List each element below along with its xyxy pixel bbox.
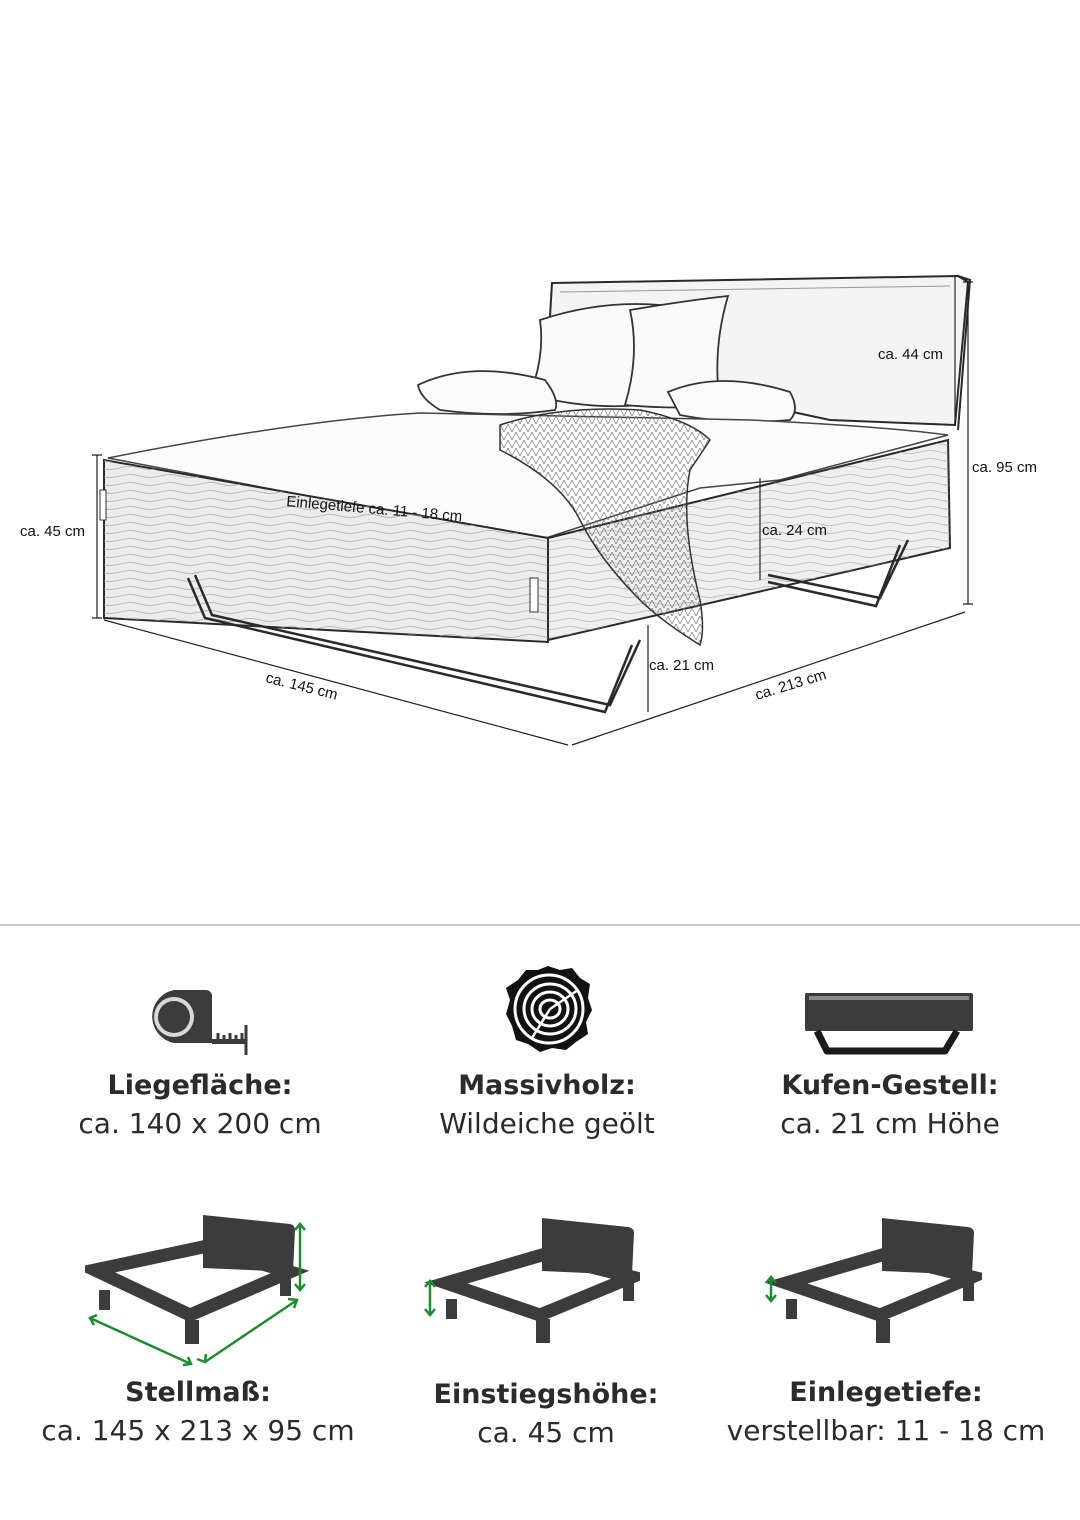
bed-height-label: ca. 45 cm (20, 523, 85, 540)
total-height-label: ca. 95 cm (972, 459, 1037, 476)
throw-blanket (499, 408, 711, 647)
bed-sketch: ca. 44 cm ca. 95 cm ca. 45 cm Einlegetie… (20, 274, 1037, 746)
runner-frame-icon (805, 993, 973, 1055)
dimension-lines (92, 276, 973, 746)
bed-mattress-depth-icon (764, 1218, 982, 1343)
feature-title: Einlegetiefe: (789, 1377, 983, 1408)
feature-title: Liegefläche: (107, 1070, 293, 1101)
feature-value: ca. 145 x 213 x 95 cm (41, 1414, 355, 1447)
feature-mattress-depth: Einlegetiefe: verstellbar: 11 - 18 cm (706, 1374, 1066, 1450)
feature-value: ca. 45 cm (477, 1416, 615, 1449)
wood-log-icon (506, 966, 592, 1052)
feature-runner-frame: Kufen-Gestell: ca. 21 cm Höhe (710, 1067, 1070, 1143)
feature-sleeping-area: Liegefläche: ca. 140 x 200 cm (20, 1067, 380, 1143)
feature-title: Stellmaß: (125, 1377, 271, 1408)
feature-value: ca. 140 x 200 cm (78, 1107, 322, 1140)
runner-height-label: ca. 21 cm (649, 657, 714, 674)
feature-entry-height: Einstiegshöhe: ca. 45 cm (366, 1376, 726, 1452)
pillows (417, 294, 796, 423)
bed-overall-dimensions-icon (85, 1215, 310, 1367)
section-divider (0, 924, 1080, 926)
feature-title: Kufen-Gestell: (781, 1070, 999, 1101)
tape-measure-icon (152, 990, 248, 1055)
side-height-label: ca. 24 cm (762, 522, 827, 539)
feature-overall-size: Stellmaß: ca. 145 x 213 x 95 cm (18, 1374, 378, 1450)
width-label: ca. 145 cm (264, 669, 339, 703)
mattress (107, 412, 949, 541)
feature-title: Massivholz: (458, 1070, 636, 1101)
feature-value: verstellbar: 11 - 18 cm (726, 1414, 1046, 1447)
feature-title: Einstiegshöhe: (433, 1379, 659, 1410)
length-label: ca. 213 cm (753, 666, 828, 704)
feature-solid-wood: Massivholz: Wildeiche geölt (367, 1067, 727, 1143)
feature-value: ca. 21 cm Höhe (780, 1107, 1000, 1140)
runner-frame (186, 539, 910, 714)
headboard-height-label: ca. 44 cm (878, 346, 943, 363)
feature-value: Wildeiche geölt (439, 1107, 655, 1140)
foot-panel (99, 458, 549, 644)
bed-entry-height-icon (424, 1218, 640, 1343)
